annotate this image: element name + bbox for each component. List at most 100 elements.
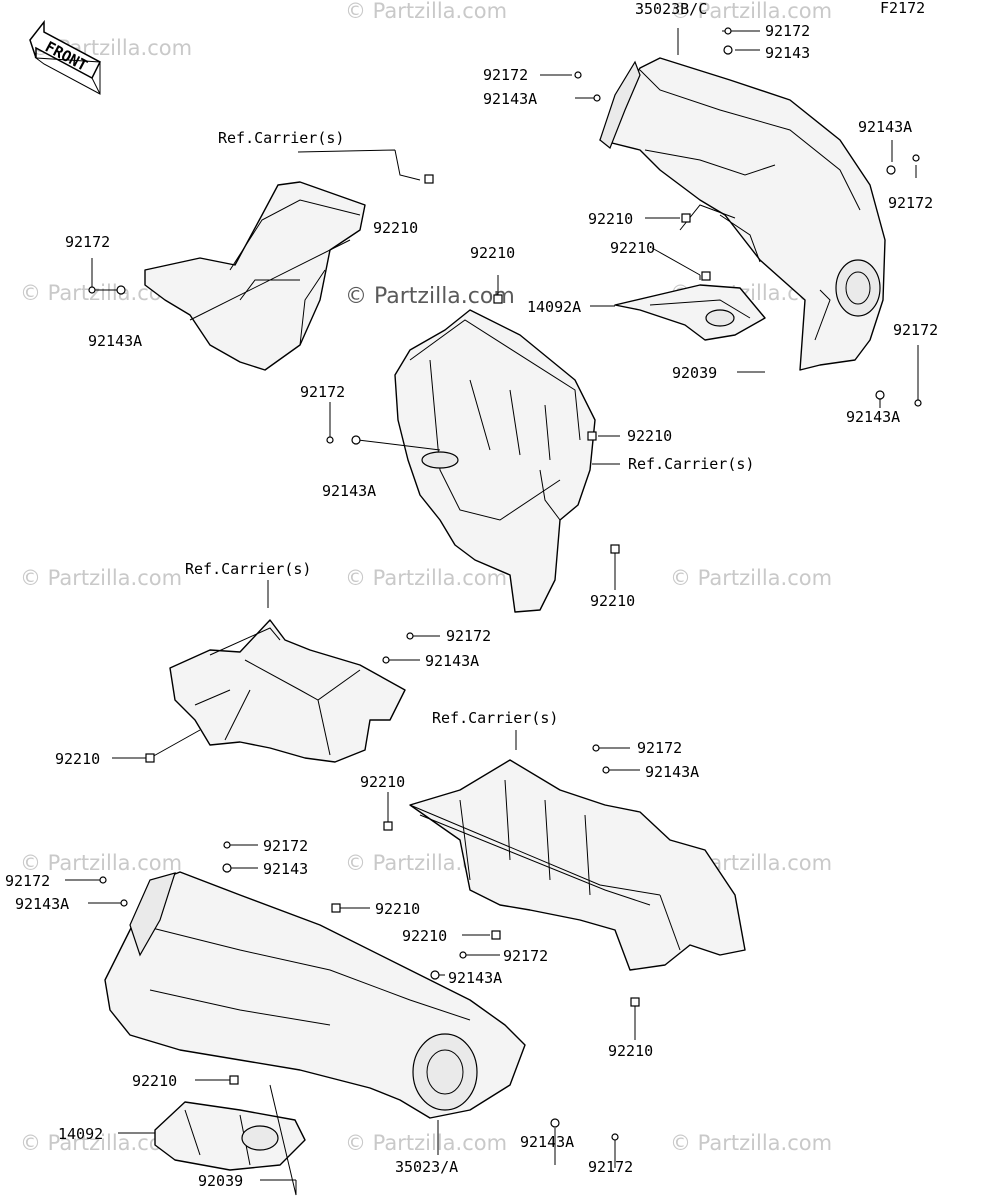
- part-label: Ref.Carrier(s): [628, 455, 754, 473]
- clip-nut-icon: [145, 753, 155, 763]
- part-label: 92172: [893, 321, 938, 339]
- part-label: 92210: [360, 773, 405, 791]
- fasteners: [88, 27, 922, 1141]
- part-label: 92039: [672, 364, 717, 382]
- part-label: 92172: [5, 872, 50, 890]
- part-label: 92210: [375, 900, 420, 918]
- part-label: 92172: [503, 947, 548, 965]
- part-label: 92210: [588, 210, 633, 228]
- watermark: © Partzilla.com: [345, 0, 507, 23]
- fender-top-right: [599, 57, 886, 371]
- clip-nut-icon: [610, 544, 620, 554]
- part-label: 92143A: [88, 332, 142, 350]
- part-label: Ref.Carrier(s): [185, 560, 311, 578]
- part-label: Ref.Carrier(s): [218, 129, 344, 147]
- part-label: 35023/A: [395, 1158, 458, 1176]
- clip-nut-icon: [424, 174, 434, 184]
- washer-icon: [875, 390, 885, 400]
- bolt-icon: [406, 632, 414, 640]
- watermark: © Partzilla.com: [345, 566, 507, 590]
- washer-icon: [382, 656, 390, 664]
- washer-icon: [430, 970, 440, 980]
- carrier-lower-right-tub: [409, 759, 746, 971]
- clip-nut-icon: [701, 271, 711, 281]
- clip-nut-icon: [587, 431, 597, 441]
- part-label: 92172: [300, 383, 345, 401]
- part-label: 92210: [470, 244, 515, 262]
- washer-icon: [116, 285, 126, 295]
- carrier-top-left: [144, 181, 366, 371]
- bolt-icon: [724, 27, 732, 35]
- part-label: 92143A: [322, 482, 376, 500]
- washer-icon: [222, 863, 232, 873]
- bolt-icon: [592, 744, 600, 752]
- bolt-icon: [912, 154, 920, 162]
- washer-icon: [120, 899, 128, 907]
- watermark: © Partzilla.com: [20, 851, 182, 875]
- part-label: 92143: [765, 44, 810, 62]
- clip-nut-icon: [630, 997, 640, 1007]
- part-label: 92210: [132, 1072, 177, 1090]
- part-label: 92210: [402, 927, 447, 945]
- part-label: 92143A: [846, 408, 900, 426]
- washer-icon: [593, 94, 601, 102]
- bolt-icon: [223, 841, 231, 849]
- bolt-icon: [574, 71, 582, 79]
- watermark: © Partzilla.com: [670, 1131, 832, 1155]
- watermark: © Partzilla.com: [670, 566, 832, 590]
- carrier-mid-left: [169, 619, 406, 763]
- bolt-icon: [611, 1133, 619, 1141]
- part-label: 35023B/C: [635, 0, 707, 18]
- washer-icon: [886, 165, 896, 175]
- part-label: 92143A: [448, 969, 502, 987]
- clip-nut-icon: [493, 294, 503, 304]
- part-label: 92172: [483, 66, 528, 84]
- part-label: 92210: [608, 1042, 653, 1060]
- skid-plate-14092a: [614, 284, 766, 341]
- part-label: 92143A: [425, 652, 479, 670]
- part-label: 92172: [263, 837, 308, 855]
- washer-icon: [602, 766, 610, 774]
- part-label: 92143A: [483, 90, 537, 108]
- bolt-icon: [326, 436, 334, 444]
- clip-nut-icon: [383, 821, 393, 831]
- clip-nut-icon: [681, 213, 691, 223]
- washer-icon: [723, 45, 733, 55]
- washer-icon: [550, 1118, 560, 1128]
- part-label: 92172: [446, 627, 491, 645]
- clip-nut-icon: [491, 930, 501, 940]
- skid-plate-14092: [154, 1101, 306, 1171]
- watermark-center: © Partzilla.com: [345, 284, 515, 309]
- part-label: 92210: [55, 750, 100, 768]
- clip-nut-icon: [331, 903, 341, 913]
- part-label: 92143: [263, 860, 308, 878]
- part-label: Ref.Carrier(s): [432, 709, 558, 727]
- part-label: 92210: [373, 219, 418, 237]
- bolt-icon: [914, 399, 922, 407]
- bolt-icon: [88, 286, 96, 294]
- part-label: 92172: [637, 739, 682, 757]
- carrier-middle-tub: [394, 309, 596, 613]
- part-label: 14092: [58, 1125, 103, 1143]
- part-label: 92172: [888, 194, 933, 212]
- part-label: 92143A: [858, 118, 912, 136]
- watermark: © Partzilla.com: [20, 566, 182, 590]
- watermark: © Partzilla.com: [345, 1131, 507, 1155]
- bolt-icon: [459, 951, 467, 959]
- front-arrow-icon: FRONT: [29, 19, 101, 95]
- part-label: 92143A: [645, 763, 699, 781]
- clip-nut-icon: [229, 1075, 239, 1085]
- part-label: 92143A: [520, 1133, 574, 1151]
- part-label: 92143A: [15, 895, 69, 913]
- part-labels: 35023B/C 92172 92143 92172 92143A 92143A…: [5, 0, 938, 1190]
- bolt-icon: [99, 876, 107, 884]
- leader-lines: [65, 28, 919, 1196]
- part-label: 92172: [65, 233, 110, 251]
- watermark: © Partzilla.com: [670, 0, 832, 23]
- fender-lower-left: [104, 871, 526, 1119]
- figure-code: F2172: [880, 0, 925, 17]
- washer-icon: [351, 435, 361, 445]
- part-label: 92210: [610, 239, 655, 257]
- part-label: 92210: [590, 592, 635, 610]
